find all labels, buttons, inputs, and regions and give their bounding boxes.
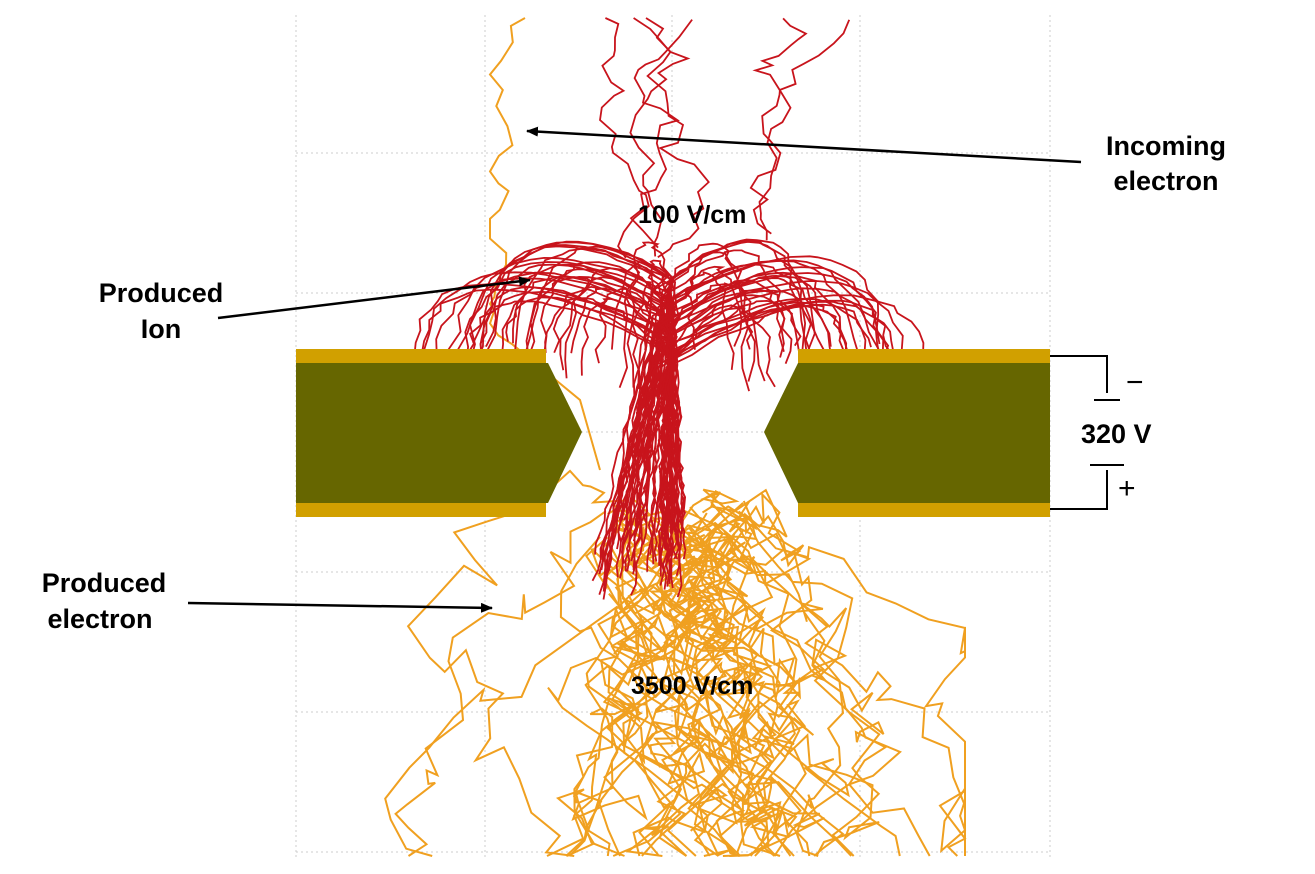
ion-trajectory — [497, 276, 670, 579]
ion-trajectory — [512, 263, 681, 523]
electron-trajectory — [647, 526, 845, 857]
ion-trajectory — [629, 17, 691, 257]
ion-trajectory — [623, 307, 776, 521]
electron-trajectory — [727, 505, 967, 856]
electron-trajectory — [384, 508, 673, 857]
kapton-left — [296, 363, 582, 503]
electron-trajectory — [607, 504, 811, 857]
ion-trajectory — [633, 17, 710, 259]
electron-trajectory — [700, 489, 848, 857]
produced-ion-arrow — [217, 276, 531, 320]
electron-trajectory — [584, 536, 728, 857]
supply-wire-bottom — [1050, 470, 1108, 510]
electron-trajectory — [547, 537, 728, 857]
bottom-electrode-right — [798, 503, 1050, 517]
ion-trajectory — [602, 265, 743, 600]
incoming-electron-label-line2: electron — [1113, 166, 1218, 196]
incoming-electron-label-line1: Incoming — [1106, 131, 1226, 161]
kapton-right — [764, 363, 1050, 503]
produced-ion-label-line1: Produced — [99, 278, 224, 308]
ion-trajectory — [752, 17, 808, 241]
ion-trajectory — [524, 268, 676, 590]
ion-trajectory — [618, 261, 678, 536]
produced-ion-label-line2: Ion — [141, 314, 182, 344]
electron-trajectory — [394, 510, 607, 857]
top-electrode-left — [296, 349, 546, 363]
top-electrode-right — [798, 349, 1050, 363]
ion-trajectory — [505, 296, 679, 560]
ion-trajectory — [599, 17, 650, 259]
electron-trajectory — [568, 526, 710, 857]
ion-trajectory — [594, 263, 813, 555]
produced-electron-label-line2: electron — [47, 604, 152, 634]
incoming-electron-arrow — [526, 126, 1082, 164]
electron-trajectory — [602, 516, 807, 857]
electron-trajectory — [590, 526, 752, 857]
produced-electron-arrow — [187, 601, 493, 613]
gem-foil-right — [764, 349, 1050, 517]
electron-trajectory — [556, 517, 734, 857]
battery-minus-sign: − — [1126, 366, 1144, 399]
voltage-supply — [1050, 355, 1124, 510]
ion-trajectory — [632, 249, 786, 542]
electron-trajectory — [697, 505, 776, 857]
battery-plus-sign: + — [1118, 472, 1136, 505]
ion-trajectory — [598, 280, 906, 595]
electron-trajectory — [641, 488, 788, 857]
supply-wire-top — [1050, 355, 1108, 393]
electron-trajectory — [406, 469, 630, 857]
supply-voltage-label: 320 V — [1081, 419, 1152, 449]
electron-trajectories — [384, 17, 967, 857]
produced-electron-label-line1: Produced — [42, 568, 167, 598]
induction-field-label: 3500 V/cm — [631, 672, 753, 700]
electron-trajectory — [559, 536, 649, 857]
ion-trajectory — [479, 290, 676, 523]
electron-trajectory — [627, 509, 812, 857]
electron-trajectory — [597, 532, 663, 857]
ion-trajectory — [632, 304, 754, 575]
bottom-electrode-left — [296, 503, 546, 517]
drift-field-label: 100 V/cm — [638, 201, 746, 229]
electron-trajectory — [707, 513, 881, 857]
gem-foil-left — [296, 349, 582, 517]
electron-trajectory — [614, 538, 901, 857]
ion-trajectory — [629, 19, 693, 249]
ion-trajectory — [749, 19, 851, 235]
